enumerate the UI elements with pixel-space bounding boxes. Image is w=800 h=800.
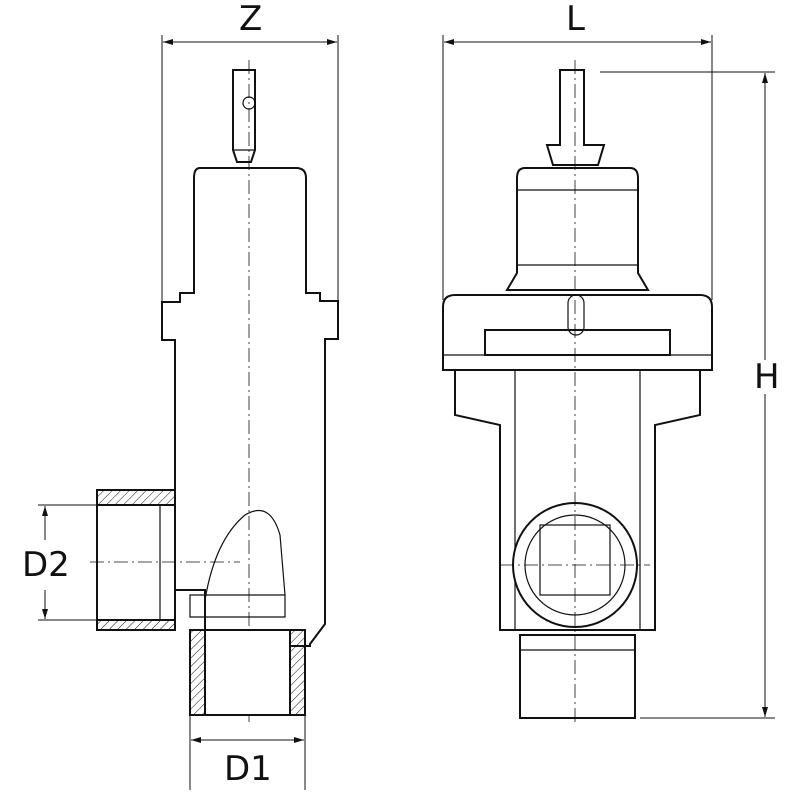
- dimension-label-d1: D1: [222, 749, 274, 789]
- front-cap: [505, 167, 650, 291]
- dimension-label-h: H: [752, 357, 782, 397]
- side-view: [38, 35, 339, 790]
- front-bottom-pipe: [519, 634, 636, 719]
- dimension-label-l: L: [564, 0, 587, 39]
- dimension-label-d2: D2: [20, 545, 72, 585]
- front-stem: [545, 69, 606, 166]
- dimension-label-z: Z: [237, 0, 265, 39]
- front-view: [442, 35, 775, 725]
- side-body: [161, 167, 339, 647]
- side-stem: [232, 69, 256, 163]
